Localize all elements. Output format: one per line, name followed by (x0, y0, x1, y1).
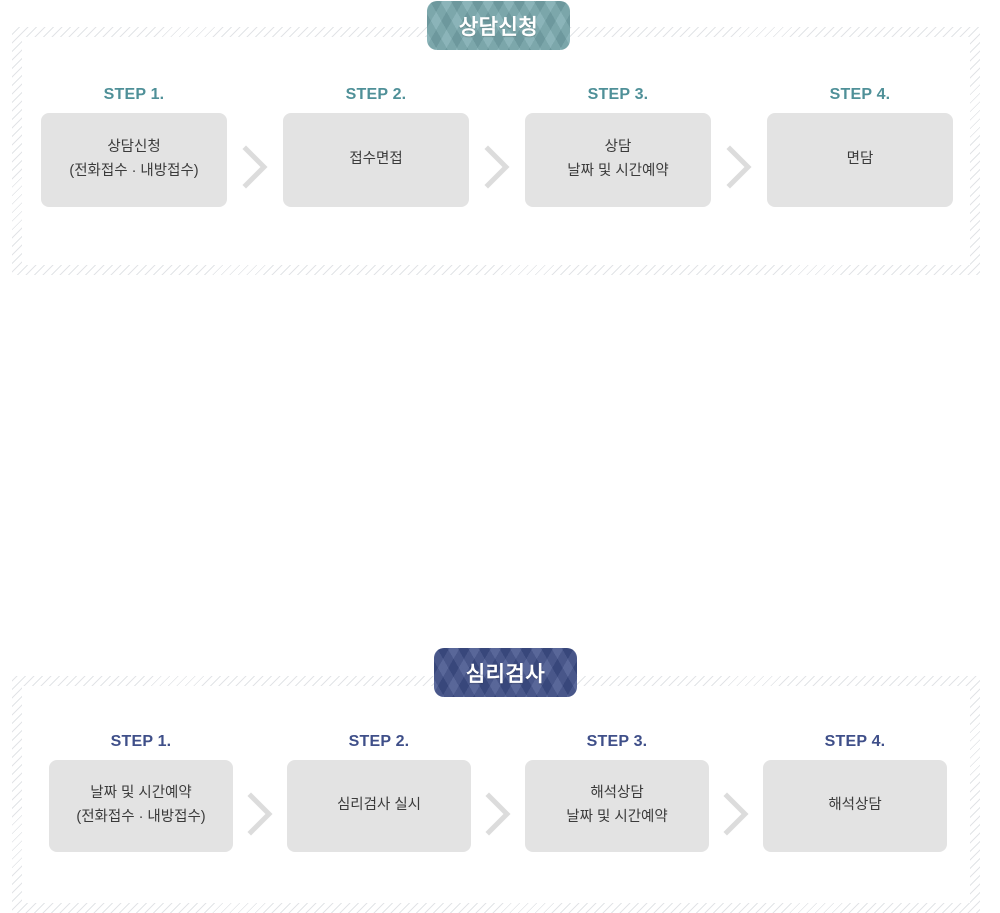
step-text-line: 심리검사 실시 (336, 797, 422, 814)
step-box: 날짜 및 시간예약 (전화접수 · 내방접수) (49, 760, 233, 852)
step-text-line: 해석상담 (590, 785, 644, 802)
step-1: STEP 1. 상담신청 (전화접수 · 내방접수) (41, 86, 227, 207)
chevron-right-icon (709, 767, 763, 861)
step-box: 면담 (767, 113, 953, 207)
step-label: STEP 3. (586, 733, 648, 750)
step-label: STEP 4. (829, 86, 891, 103)
chevron-right-icon (711, 120, 767, 214)
step-text-line: 상담신청 (107, 139, 161, 156)
chevron-right-icon (233, 767, 287, 861)
step-label: STEP 2. (345, 86, 407, 103)
step-label: STEP 2. (348, 733, 410, 750)
step-text-line: 접수면접 (349, 151, 403, 168)
step-4: STEP 4. 해석상담 (763, 733, 947, 852)
step-text-line: 날짜 및 시간예약 (567, 163, 669, 179)
step-label: STEP 3. (587, 86, 649, 103)
step-text-line: 상담 (604, 139, 632, 156)
chevron-right-icon (469, 120, 525, 214)
step-label: STEP 1. (103, 86, 165, 103)
step-text-line: 날짜 및 시간예약 (566, 809, 668, 825)
step-box: 접수면접 (283, 113, 469, 207)
step-box: 상담 날짜 및 시간예약 (525, 113, 711, 207)
steps-row: STEP 1. 상담신청 (전화접수 · 내방접수) STEP 2. 접수면접 (41, 86, 953, 214)
step-1: STEP 1. 날짜 및 시간예약 (전화접수 · 내방접수) (49, 733, 233, 852)
chevron-right-icon (471, 767, 525, 861)
step-text-line: 해석상담 (828, 797, 882, 814)
process-section-counseling: 상담신청 STEP 1. 상담신청 (전화접수 · 내방접수) STEP 2. … (0, 0, 1000, 285)
step-label: STEP 4. (824, 733, 886, 750)
step-box: 해석상담 날짜 및 시간예약 (525, 760, 709, 852)
step-box: 상담신청 (전화접수 · 내방접수) (41, 113, 227, 207)
step-text-line: 날짜 및 시간예약 (90, 785, 192, 802)
step-2: STEP 2. 접수면접 (283, 86, 469, 207)
step-2: STEP 2. 심리검사 실시 (287, 733, 471, 852)
chevron-right-icon (227, 120, 283, 214)
section-badge-psych-test: 심리검사 (434, 648, 577, 697)
section-badge-counseling: 상담신청 (427, 1, 570, 50)
section-badge-label: 상담신청 (458, 15, 539, 39)
step-text-line: 면담 (846, 151, 874, 168)
step-text-line: (전화접수 · 내방접수) (76, 809, 206, 825)
step-box: 해석상담 (763, 760, 947, 852)
step-3: STEP 3. 해석상담 날짜 및 시간예약 (525, 733, 709, 852)
process-section-psych-test: 심리검사 STEP 1. 날짜 및 시간예약 (전화접수 · 내방접수) STE… (0, 318, 1000, 903)
step-box: 심리검사 실시 (287, 760, 471, 852)
steps-row: STEP 1. 날짜 및 시간예약 (전화접수 · 내방접수) STEP 2. … (49, 733, 947, 861)
step-text-line: (전화접수 · 내방접수) (69, 163, 199, 179)
step-label: STEP 1. (110, 733, 172, 750)
step-4: STEP 4. 면담 (767, 86, 953, 207)
section-badge-label: 심리검사 (465, 662, 546, 686)
step-3: STEP 3. 상담 날짜 및 시간예약 (525, 86, 711, 207)
